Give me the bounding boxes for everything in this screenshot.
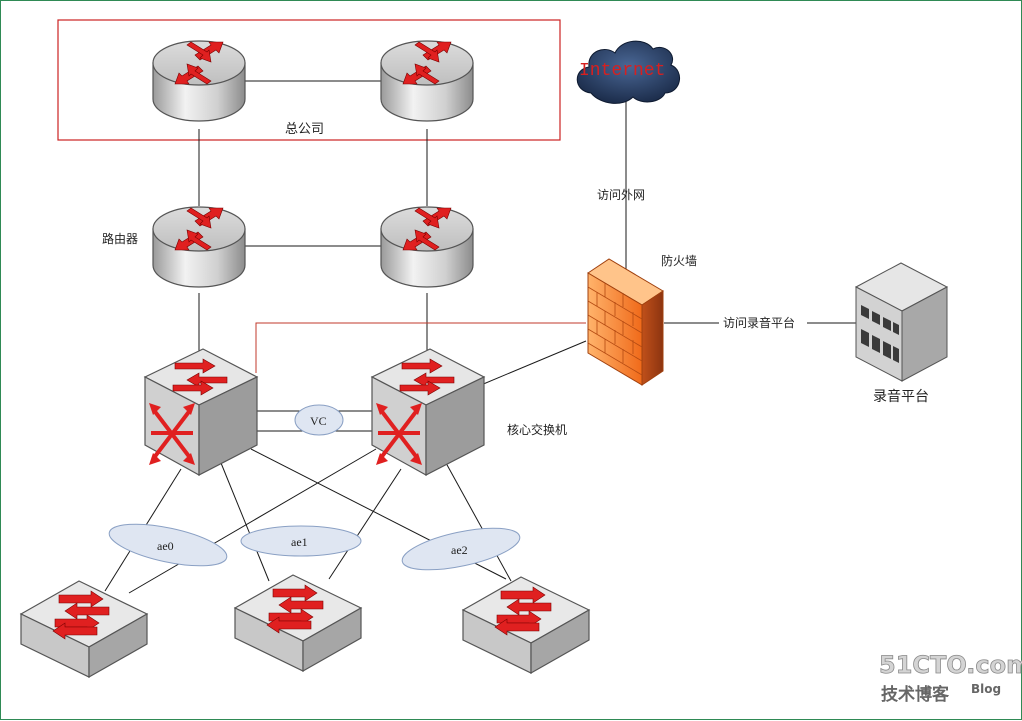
ae1-ellipse [240,525,362,557]
switch-icon[interactable] [20,580,148,678]
router-icon[interactable] [380,206,474,288]
ae1-label: ae1 [291,535,308,549]
firewall-icon[interactable] [587,258,664,386]
recording-platform-label: 录音平台 [873,388,929,405]
core-switch-icon[interactable] [370,347,486,477]
router-icon[interactable] [152,40,246,122]
internet-label: Internet [579,61,665,81]
building-icon[interactable] [854,262,949,382]
access-recording-label: 访问录音平台 [723,315,795,330]
link-core1-acc2 [220,462,270,582]
cloud-icon[interactable] [576,40,680,104]
access-external-label: 访问外网 [597,188,645,202]
firewall-label: 防火墙 [661,253,697,268]
vc-label: VC [310,414,327,428]
watermark-subtitle: 技术博客 [881,684,950,705]
link-core2-acc1 [128,448,377,594]
ae0-label: ae0 [157,539,174,553]
link-core2-fw [480,340,587,386]
link-core2-acc2 [328,468,402,580]
router-label: 路由器 [102,231,138,246]
link-core2-acc3 [445,462,512,582]
watermark-brand: 51CTO.com [879,651,1022,679]
switch-icon[interactable] [462,576,590,674]
ae0-ellipse [108,523,228,567]
ae2-label: ae2 [451,543,468,557]
core-switch-label: 核心交换机 [507,422,567,437]
hq-label: 总公司 [285,122,324,137]
links [104,80,859,594]
router-icon[interactable] [380,40,474,122]
hq-box [57,19,561,141]
watermark-blog: Blog [971,682,1001,696]
ae2-ellipse [401,527,521,571]
core-switch-icon[interactable] [143,347,259,477]
vc-ellipse [294,404,344,436]
watermark: 51CTO.com 技术博客 Blog [879,651,1022,705]
link-red-recording [255,322,586,373]
router-icon[interactable] [152,206,246,288]
switch-icon[interactable] [234,574,362,672]
